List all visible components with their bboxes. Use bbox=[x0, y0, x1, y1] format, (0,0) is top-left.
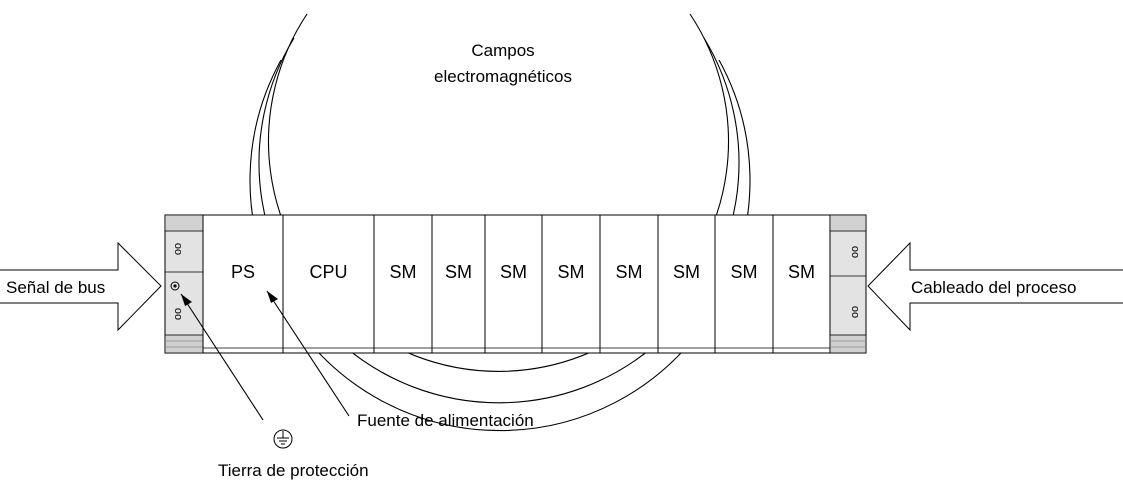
module-body bbox=[772, 214, 831, 354]
module-body bbox=[202, 214, 284, 354]
module-row: PS CPU SM SM SM SM SM SM SM SM bbox=[202, 214, 831, 354]
module-label: SM bbox=[558, 262, 585, 282]
module-body bbox=[484, 214, 543, 354]
field-arc-inner bbox=[267, 13, 730, 372]
process-wiring-label: Cableado del proceso bbox=[911, 278, 1076, 297]
module-body bbox=[431, 214, 486, 354]
rack: oo oo PS CPU SM SM SM SM SM SM SM SM oo oo bbox=[164, 214, 867, 354]
module-slot-6: SM bbox=[541, 214, 601, 354]
module-slot-5: SM bbox=[484, 214, 543, 354]
left-connector-top-mark: oo bbox=[172, 243, 184, 255]
power-supply-pointer-line bbox=[266, 290, 350, 417]
process-wiring-arrow bbox=[867, 241, 1123, 332]
module-label: CPU bbox=[309, 262, 347, 282]
bus-signal-label: Señal de bus bbox=[6, 278, 105, 297]
module-slot-2: CPU bbox=[282, 214, 375, 354]
module-label: PS bbox=[231, 262, 255, 282]
module-label: SM bbox=[616, 262, 643, 282]
right-connector-top-mark: oo bbox=[849, 246, 861, 258]
module-slot-8: SM bbox=[657, 214, 716, 354]
module-label: SM bbox=[390, 262, 417, 282]
screw-icon bbox=[170, 281, 180, 291]
module-slot-7: SM bbox=[599, 214, 659, 354]
rack-left-end-cap: oo oo bbox=[164, 214, 204, 354]
module-slot-10: SM bbox=[772, 214, 831, 354]
module-label: SM bbox=[673, 262, 700, 282]
bus-signal-arrow bbox=[0, 241, 162, 332]
field-arc-middle bbox=[258, 37, 740, 404]
fields-label-line1: Campos bbox=[471, 41, 534, 60]
module-label: SM bbox=[500, 262, 527, 282]
module-slot-1: PS bbox=[202, 214, 284, 354]
module-slot-9: SM bbox=[714, 214, 774, 354]
module-slot-4: SM bbox=[431, 214, 486, 354]
module-label: SM bbox=[445, 262, 472, 282]
left-connector-bottom-mark: oo bbox=[172, 308, 184, 320]
module-slot-3: SM bbox=[373, 214, 433, 354]
fields-label-line2: electromagnéticos bbox=[434, 67, 572, 86]
protective-earth-label: Tierra de protección bbox=[218, 461, 369, 480]
protective-earth-icon bbox=[273, 429, 293, 449]
right-connector-bottom-mark: oo bbox=[849, 306, 861, 318]
rack-right-end-cap: oo oo bbox=[829, 214, 867, 354]
pointer-arrows bbox=[180, 290, 350, 421]
module-body bbox=[541, 214, 601, 354]
module-body bbox=[714, 214, 774, 354]
module-body bbox=[657, 214, 716, 354]
power-supply-pointer-head bbox=[267, 291, 278, 303]
module-body bbox=[282, 214, 375, 354]
module-label: SM bbox=[788, 262, 815, 282]
earth-pointer-head bbox=[181, 294, 192, 306]
earth-pointer-line bbox=[180, 293, 264, 421]
module-body bbox=[599, 214, 659, 354]
module-label: SM bbox=[731, 262, 758, 282]
power-supply-label: Fuente de alimentación bbox=[357, 411, 534, 430]
module-body bbox=[373, 214, 433, 354]
